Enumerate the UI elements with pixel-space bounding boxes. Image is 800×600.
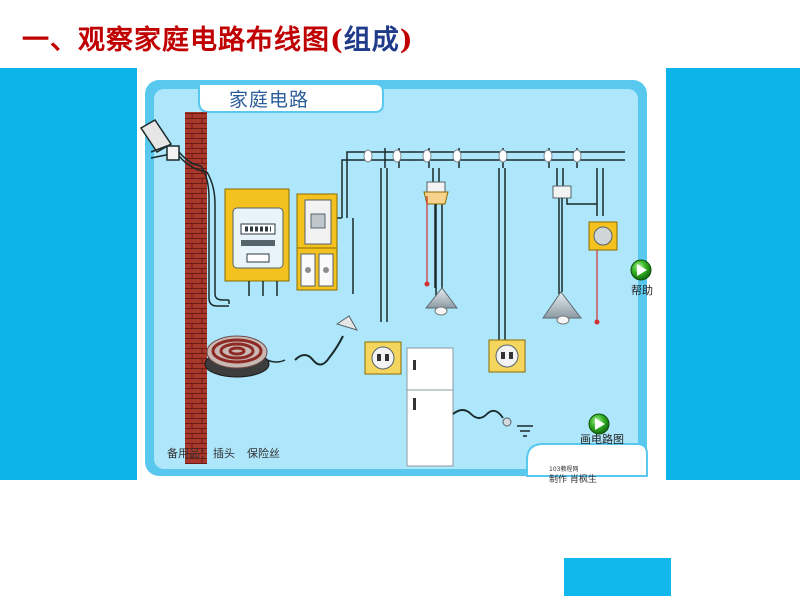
slide-title-main: 一、观察家庭电路布线图 [22, 25, 330, 56]
slide-title-paren-close: ) [399, 25, 414, 56]
wall-plug-lamp [294, 315, 359, 366]
fuse-box-icon [296, 247, 338, 291]
panel-title-tab [198, 83, 384, 113]
circuit-canvas [139, 80, 652, 477]
electric-meter-icon [224, 188, 290, 296]
credit-line2: 制作 肖枫生 [549, 475, 597, 485]
credit-tab [526, 443, 648, 477]
left-decor-band [0, 68, 137, 480]
socket-icon [364, 341, 402, 375]
ceiling-lamp-icon [423, 181, 458, 316]
pull-switch-icon [588, 221, 618, 325]
simulation-panel [145, 80, 648, 477]
right-decor-band [666, 68, 800, 480]
simulation-title: 家庭电路 [229, 89, 310, 111]
draw-circuit-button[interactable]: 画电路图 [580, 433, 624, 446]
spare-item-fuse[interactable]: 保险丝 [247, 447, 280, 460]
draw-play-icon[interactable] [588, 413, 610, 435]
brick-wall [185, 112, 207, 464]
bus-insulators [363, 149, 582, 163]
knife-switch-icon [296, 193, 338, 249]
service-entrance [139, 119, 229, 307]
slide-title: 一、观察家庭电路布线图(组成) [22, 18, 414, 57]
spare-items-label: 备用品： [167, 447, 211, 460]
slide-title-paren-open: ( [330, 25, 344, 56]
pull-switch-icon [424, 196, 430, 287]
footer-decor-rect [564, 558, 671, 596]
electric-stove-icon [204, 335, 286, 378]
credit-text: 103教程网 制作 肖枫生 [549, 464, 597, 486]
help-play-icon[interactable] [630, 259, 652, 281]
socket-icon [488, 339, 526, 373]
credit-line1: 103教程网 [549, 466, 579, 473]
help-button[interactable]: 帮助 [631, 284, 653, 297]
spare-item-plug[interactable]: 插头 [213, 447, 235, 460]
household-circuit-simulation: 家庭电路 备用品： 插头 保险丝 帮助 画电路图 103教程网 制作 肖枫生 [137, 68, 666, 485]
branch-wires [380, 168, 604, 340]
ceiling-lamp-icon [542, 185, 583, 325]
refrigerator-icon [406, 347, 533, 467]
slide-title-paren-inner: 组成 [343, 25, 400, 56]
